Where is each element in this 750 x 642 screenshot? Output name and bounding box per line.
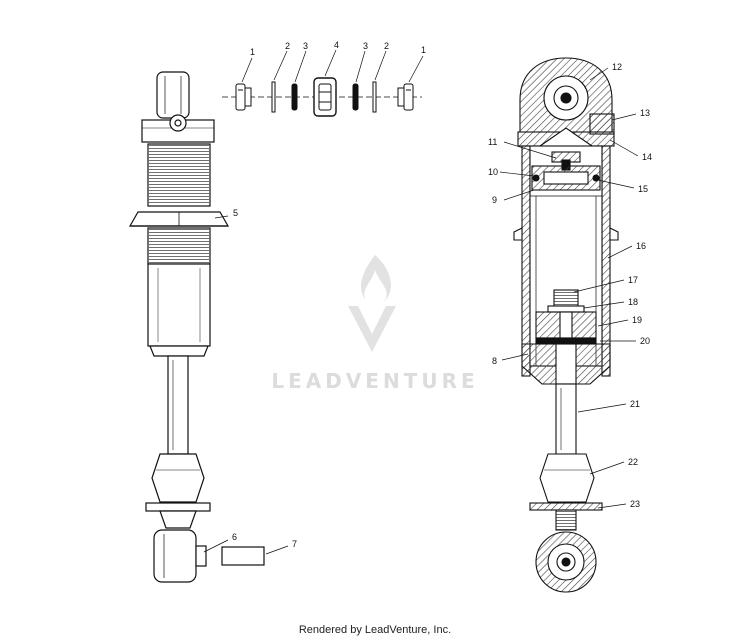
callout-7: 7 <box>292 539 297 549</box>
callout-19: 19 <box>632 315 642 325</box>
part-3-right <box>352 83 359 111</box>
watermark-brand: LEADVENTURE <box>271 369 478 393</box>
callout-4: 4 <box>334 40 339 50</box>
callout-9: 9 <box>492 195 497 205</box>
part-3-left <box>291 83 298 111</box>
callout-3-right: 3 <box>363 41 368 51</box>
callout-15: 15 <box>638 184 648 194</box>
callout-18: 18 <box>628 297 638 307</box>
watermark-flame-icon <box>360 255 391 302</box>
callout-20: 20 <box>640 336 650 346</box>
shock-exterior <box>128 71 289 583</box>
callout-5: 5 <box>233 208 238 218</box>
callout-23: 23 <box>630 499 640 509</box>
callout-14: 14 <box>642 152 652 162</box>
shock-cross-section <box>499 57 639 593</box>
footer-credit: Rendered by LeadVenture, Inc. <box>298 624 452 636</box>
part-4-sleeve <box>313 77 337 117</box>
callout-11: 11 <box>488 137 497 147</box>
callout-1-left: 1 <box>250 47 255 57</box>
callout-22: 22 <box>628 457 638 467</box>
callout-21: 21 <box>630 399 640 409</box>
part-2-left <box>271 81 276 113</box>
callout-12: 12 <box>612 62 622 72</box>
callout-13: 13 <box>640 108 650 118</box>
callout-10: 10 <box>488 167 498 177</box>
callout-6: 6 <box>232 532 237 542</box>
part-1-left <box>235 83 252 111</box>
callout-labels: 1 2 3 4 3 2 1 5 6 7 11 10 9 8 12 13 14 1… <box>232 40 652 549</box>
watermark: LEADVENTURE <box>271 255 478 393</box>
callout-8: 8 <box>492 356 497 366</box>
bushing-assembly <box>222 49 424 117</box>
part-2-right <box>372 81 377 113</box>
callout-17: 17 <box>628 275 638 285</box>
part-7-sleeve <box>221 546 265 566</box>
watermark-v-icon <box>348 306 396 352</box>
callout-16: 16 <box>636 241 646 251</box>
callout-2-left: 2 <box>285 41 290 51</box>
callout-1-right: 1 <box>421 45 426 55</box>
callout-3-left: 3 <box>303 41 308 51</box>
part-1-right <box>397 83 414 111</box>
callout-2-right: 2 <box>384 41 389 51</box>
